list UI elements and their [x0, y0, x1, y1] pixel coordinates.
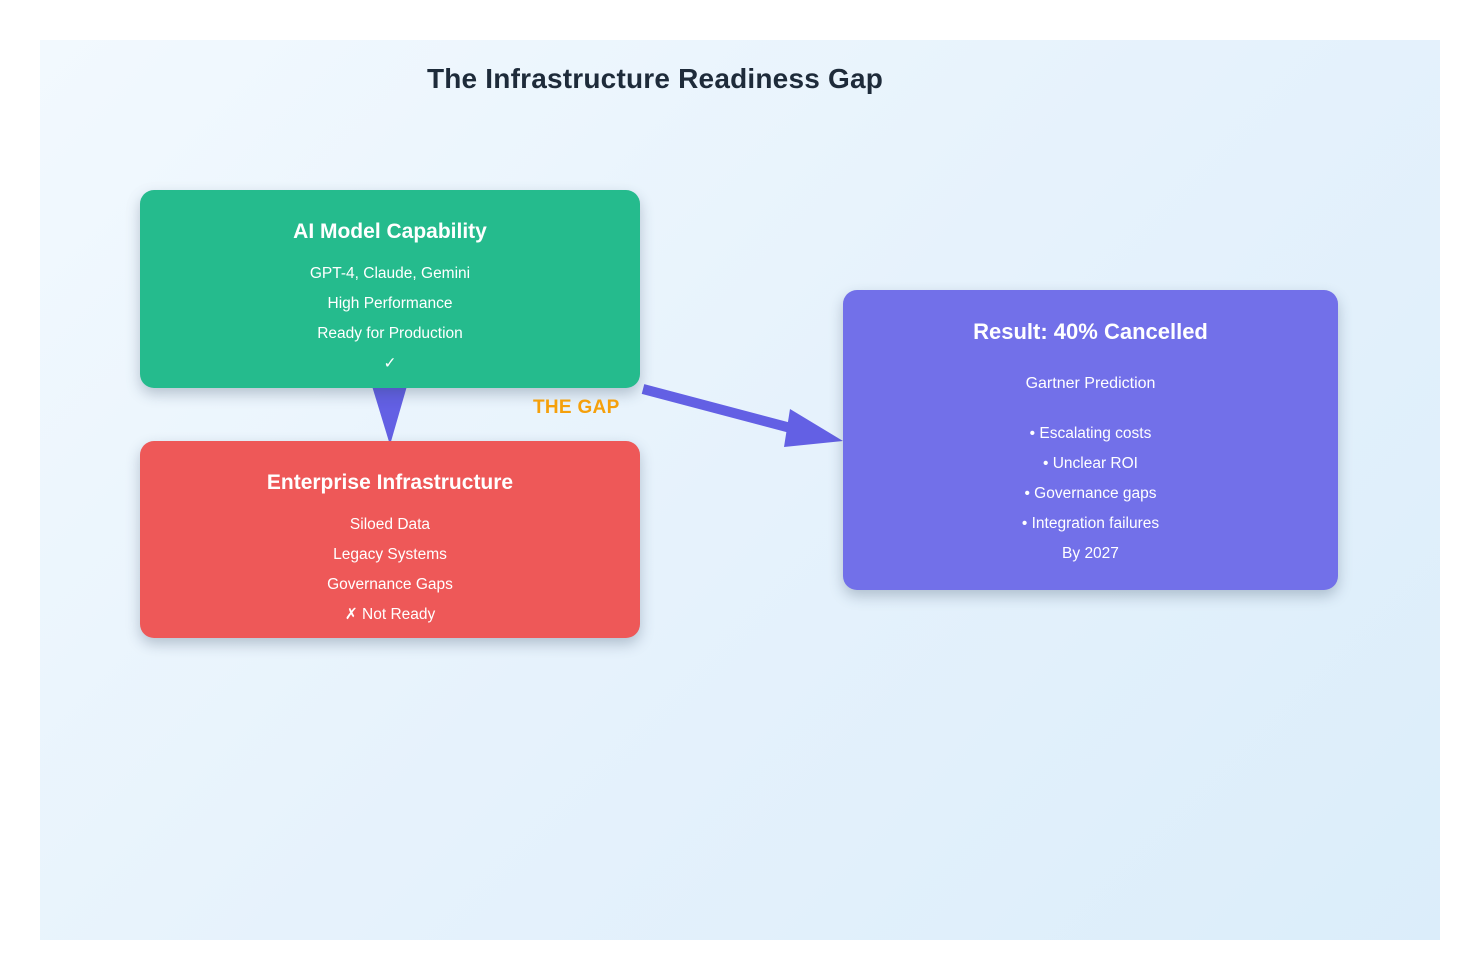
result-bullet: • Escalating costs	[1029, 425, 1152, 442]
ai-capability-line: High Performance	[327, 295, 453, 312]
enterprise-infrastructure-line: Governance Gaps	[327, 576, 453, 593]
not-ready-line: ✗ Not Ready	[344, 606, 436, 623]
check-icon: ✓	[383, 355, 397, 372]
diagram-canvas: The Infrastructure Readiness Gap AI Mode…	[40, 40, 1440, 940]
result-bullet-list: • Escalating costs • Unclear ROI • Gover…	[843, 419, 1338, 569]
result-bullet: • Governance gaps	[1024, 485, 1157, 502]
result-subtitle: Gartner Prediction	[1025, 375, 1156, 392]
gap-arrow-line	[641, 384, 804, 436]
enterprise-infrastructure-line: Legacy Systems	[333, 546, 447, 563]
gap-label: THE GAP	[533, 397, 620, 418]
enterprise-infrastructure-line: Siloed Data	[349, 516, 431, 533]
enterprise-infrastructure-box: Enterprise Infrastructure Siloed Data Le…	[140, 441, 640, 638]
ai-capability-line: GPT-4, Claude, Gemini	[309, 265, 471, 282]
result-bullet: • Integration failures	[1021, 515, 1160, 532]
result-title: Result: 40% Cancelled	[973, 319, 1208, 344]
enterprise-infrastructure-title: Enterprise Infrastructure	[266, 471, 514, 494]
ai-capability-title: AI Model Capability	[293, 220, 487, 243]
gap-arrowhead	[784, 409, 843, 447]
result-box: Result: 40% Cancelled Gartner Prediction…	[843, 290, 1338, 590]
ai-capability-box: AI Model Capability GPT-4, Claude, Gemin…	[140, 190, 640, 388]
ai-capability-line: Ready for Production	[317, 325, 463, 342]
result-by-year: By 2027	[1062, 545, 1119, 562]
page-title: The Infrastructure Readiness Gap	[426, 63, 884, 94]
down-arrow	[372, 386, 407, 445]
result-bullet: • Unclear ROI	[1042, 455, 1138, 472]
